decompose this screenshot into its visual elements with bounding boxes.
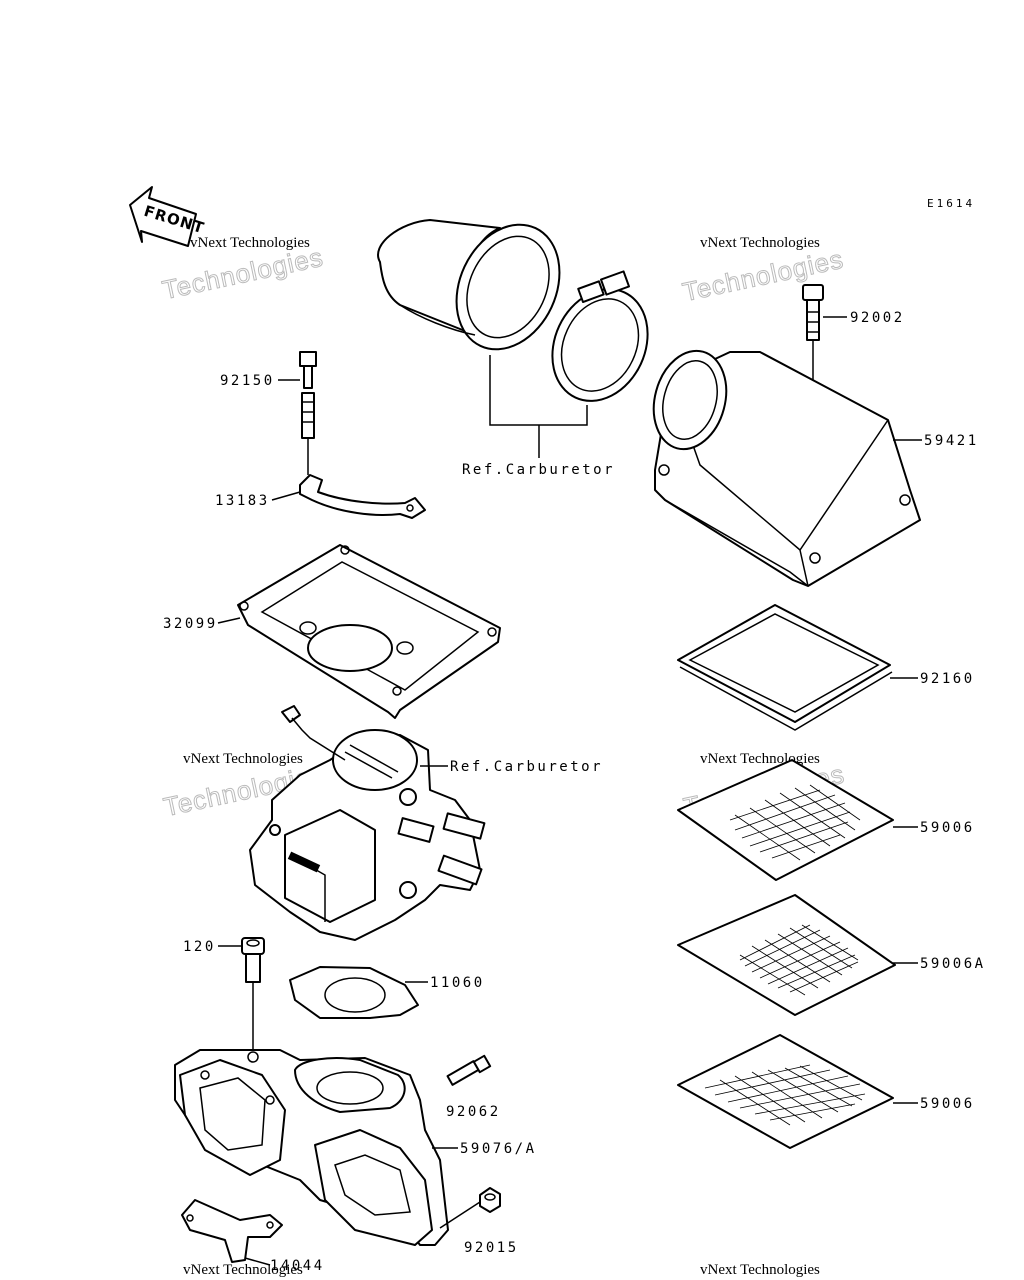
- bracket-13183: [299, 474, 426, 519]
- carburetor: [249, 705, 486, 941]
- leader-ref-carburetor-top: [489, 355, 588, 458]
- label-59006-top: 59006: [920, 820, 975, 836]
- svg-text:vNext Technologies: vNext Technologies: [700, 751, 820, 767]
- seal-92160: [677, 604, 893, 731]
- intake-boot: [377, 219, 561, 351]
- label-59421: 59421: [924, 433, 979, 449]
- label-92150: 92150: [220, 373, 275, 389]
- svg-text:Technologies: Technologies: [160, 242, 326, 305]
- airbox-cover-59421: [652, 349, 921, 587]
- bolt-120: [241, 937, 265, 1055]
- label-92015: 92015: [464, 1240, 519, 1256]
- manifold-59076a: [174, 1049, 449, 1246]
- label-120: 120: [183, 939, 216, 955]
- label-92062: 92062: [446, 1104, 501, 1120]
- label-59076a: 59076/A: [460, 1141, 537, 1157]
- label-32099: 32099: [163, 616, 218, 632]
- diagram-code: E1614: [927, 197, 975, 210]
- svg-text:vNext Technologies: vNext Technologies: [183, 751, 303, 767]
- label-11060: 11060: [430, 975, 485, 991]
- gasket-11060: [289, 966, 419, 1019]
- watermark-bottom-left: vNext Technologies: [183, 1262, 303, 1278]
- svg-text:vNext Technologies: vNext Technologies: [700, 1262, 820, 1278]
- screen-59006-bottom: [677, 1034, 894, 1149]
- hose-clamp: [551, 270, 649, 402]
- adapter-32099: [237, 544, 501, 719]
- label-ref-carburetor-top: Ref.Carburetor: [462, 462, 615, 478]
- label-ref-carburetor-mid: Ref.Carburetor: [450, 759, 603, 775]
- svg-text:vNext Technologies: vNext Technologies: [700, 235, 820, 251]
- label-92002: 92002: [850, 310, 905, 326]
- svg-text:vNext Technologies: vNext Technologies: [183, 1262, 303, 1278]
- screen-59006a: [677, 894, 896, 1016]
- svg-text:vNext Technologies: vNext Technologies: [190, 235, 310, 251]
- label-92160: 92160: [920, 671, 975, 687]
- stud-bolt-92150: [299, 351, 317, 475]
- fitting-92062: [446, 1054, 492, 1086]
- label-13183: 13183: [215, 493, 270, 509]
- label-59006a: 59006A: [920, 956, 986, 972]
- bracket-14044: [181, 1199, 283, 1263]
- nut-92015: [479, 1187, 501, 1213]
- label-14044: 14044: [270, 1258, 325, 1274]
- label-59006-bottom: 59006: [920, 1096, 975, 1112]
- screen-59006-top: [677, 759, 894, 881]
- watermark-bottom-right: vNext Technologies: [700, 1262, 820, 1278]
